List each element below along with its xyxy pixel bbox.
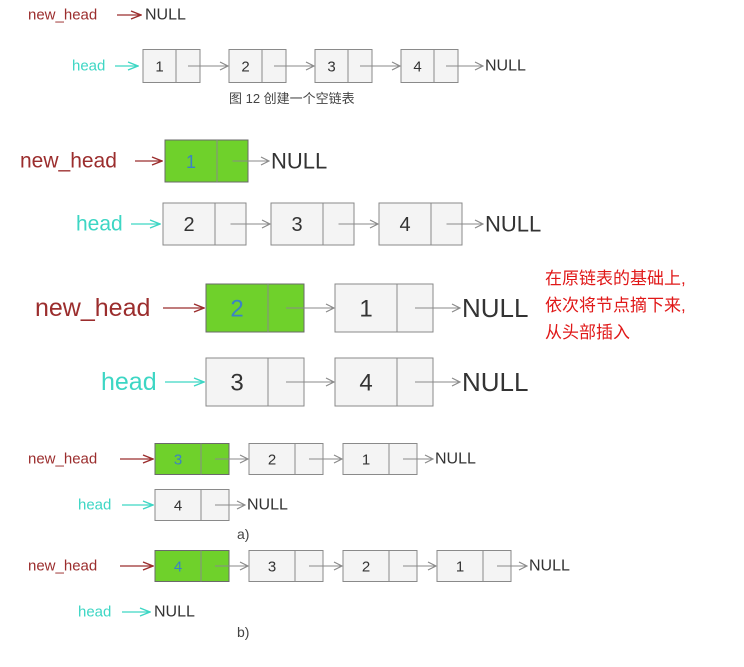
list-node: 4	[334, 357, 460, 407]
node-value: 2	[230, 296, 243, 323]
new-head-list: new_head 2 1 NULL	[35, 283, 528, 333]
null-label: NULL	[247, 497, 288, 514]
list-node: 2	[342, 550, 436, 582]
new-head-list: new_head 4 3 2 1 NULL	[28, 550, 570, 582]
node-value: 2	[268, 452, 276, 469]
null-label: NULL	[271, 149, 327, 174]
node-value: 4	[399, 214, 410, 236]
node-value: 3	[174, 452, 182, 469]
node-value: 2	[183, 214, 194, 236]
null-label: NULL	[145, 7, 186, 24]
node-value: 3	[230, 370, 243, 397]
list-node: 1	[334, 283, 460, 333]
node-value: 4	[174, 498, 182, 515]
list-node: 3	[248, 550, 342, 582]
null-label: NULL	[462, 293, 528, 323]
new-head-label: new_head	[28, 451, 97, 468]
explanation-note: 在原链表的基础上, 依次将节点摘下来, 从头部插入	[545, 269, 686, 342]
node-value: 1	[186, 152, 196, 172]
node-value: 1	[456, 559, 464, 576]
head-label: head	[78, 604, 111, 621]
head-label: head	[101, 368, 157, 396]
node-value: 1	[359, 296, 372, 323]
new-head-list: new_head 1 NULL	[20, 139, 327, 183]
null-label: NULL	[485, 58, 526, 75]
figure-caption: 图 12 创建一个空链表	[229, 91, 355, 106]
list-node: 2	[248, 443, 342, 475]
list-node: 3	[205, 357, 334, 407]
inserted-node: 3	[154, 443, 248, 475]
head-list: head 2 3 4 NULL	[76, 202, 541, 246]
null-label: NULL	[154, 604, 195, 621]
null-label: NULL	[529, 558, 570, 575]
head-label: head	[76, 213, 123, 236]
null-label: NULL	[435, 451, 476, 468]
new-head-label: new_head	[28, 558, 97, 575]
new-head-label: new_head	[20, 150, 117, 173]
list-node: 2	[162, 202, 270, 246]
note-line-1: 在原链表的基础上,	[545, 269, 686, 288]
head-list: head 1 2 3 4 NULL	[72, 49, 526, 83]
node-value: 1	[362, 452, 370, 469]
head-list: head 4 NULL	[78, 489, 288, 521]
head-label: head	[78, 497, 111, 514]
node-value: 3	[268, 559, 276, 576]
list-node: 3	[314, 49, 400, 83]
list-node: 1	[342, 443, 433, 475]
list-node: 4	[154, 489, 245, 521]
null-label: NULL	[462, 367, 528, 397]
list-node: 2	[228, 49, 314, 83]
node-value: 2	[362, 559, 370, 576]
node-value: 3	[327, 59, 335, 76]
new-head-list: new_head 3 2 1 NULL	[28, 443, 476, 475]
inserted-node: 4	[154, 550, 248, 582]
inserted-node: 1	[164, 139, 269, 183]
node-value: 4	[174, 559, 182, 576]
node-value: 4	[359, 370, 372, 397]
null-label: NULL	[485, 212, 541, 237]
node-value: 2	[241, 59, 249, 76]
list-node: 4	[400, 49, 483, 83]
new-head-label: new_head	[35, 294, 150, 322]
head-list: head NULL	[78, 604, 195, 621]
head-list: head 3 4 NULL	[101, 357, 528, 407]
node-value: 3	[291, 214, 302, 236]
head-label: head	[72, 58, 105, 75]
new-head-list: new_head NULL	[28, 7, 186, 24]
list-node: 1	[142, 49, 228, 83]
note-line-2: 依次将节点摘下来,	[545, 296, 686, 315]
node-value: 4	[413, 59, 421, 76]
new-head-label: new_head	[28, 7, 97, 24]
list-node: 4	[378, 202, 483, 246]
subfigure-label-b: b)	[237, 624, 249, 640]
list-node: 1	[436, 550, 527, 582]
inserted-node: 2	[205, 283, 334, 333]
list-node: 3	[270, 202, 378, 246]
subfigure-label-a: a)	[237, 526, 249, 542]
note-line-3: 从头部插入	[545, 323, 630, 342]
node-value: 1	[155, 59, 163, 76]
